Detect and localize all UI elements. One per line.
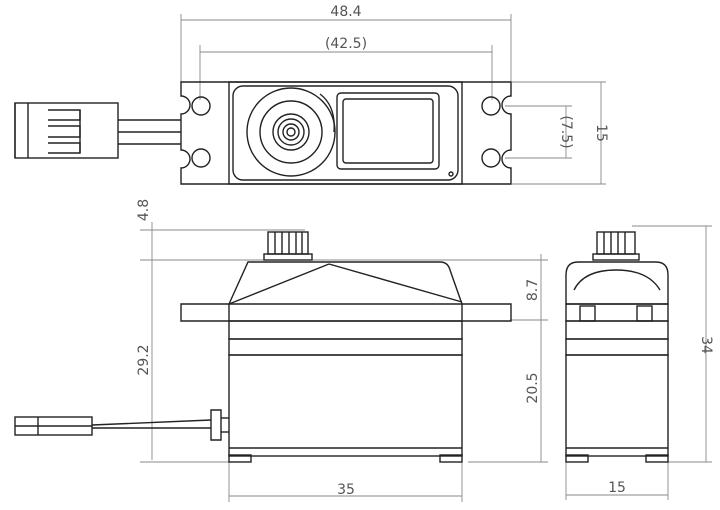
mount-hole <box>481 96 501 116</box>
case-length-label: 35 <box>337 482 355 498</box>
mount-hole <box>191 96 211 116</box>
connector-front <box>14 416 93 436</box>
servo-cover <box>232 85 459 181</box>
middle-case <box>228 320 463 340</box>
side-body <box>565 261 669 305</box>
hole-spacing-label: (42.5) <box>325 36 367 52</box>
servo-body-top <box>228 81 463 185</box>
cable <box>91 419 212 426</box>
total-height-label: 34 <box>698 336 714 354</box>
connector-top <box>14 102 119 159</box>
lower-case-height-label: 20.5 <box>525 372 541 403</box>
mounting-flange-front <box>180 303 512 322</box>
slot-spacing-label: (7.5) <box>558 115 574 148</box>
output-spline-front <box>263 231 313 261</box>
gear-boss <box>259 100 323 164</box>
output-spline <box>272 113 310 151</box>
spline-height-label: 4.8 <box>136 199 152 221</box>
gear-housing <box>246 87 336 177</box>
case-top-height-label: 8.7 <box>525 279 541 301</box>
label-recess <box>336 92 440 170</box>
front-view: 4.8 29.2 8.7 20.5 35 <box>14 199 548 502</box>
mount-hole <box>481 148 501 168</box>
top-case <box>228 261 463 305</box>
mount-hole <box>191 148 211 168</box>
case-height-label: 29.2 <box>136 344 152 375</box>
top-width-label: 15 <box>593 124 609 142</box>
cable-grommet <box>210 409 222 441</box>
side-width-label: 15 <box>608 480 626 496</box>
lower-case <box>228 354 463 457</box>
mounting-flange <box>180 81 512 185</box>
side-view: 34 15 <box>565 225 714 500</box>
top-view: 48.4 (42.5) 15 (7.5) <box>14 4 609 185</box>
overall-length-label: 48.4 <box>330 4 361 20</box>
output-spline-side <box>592 231 640 261</box>
